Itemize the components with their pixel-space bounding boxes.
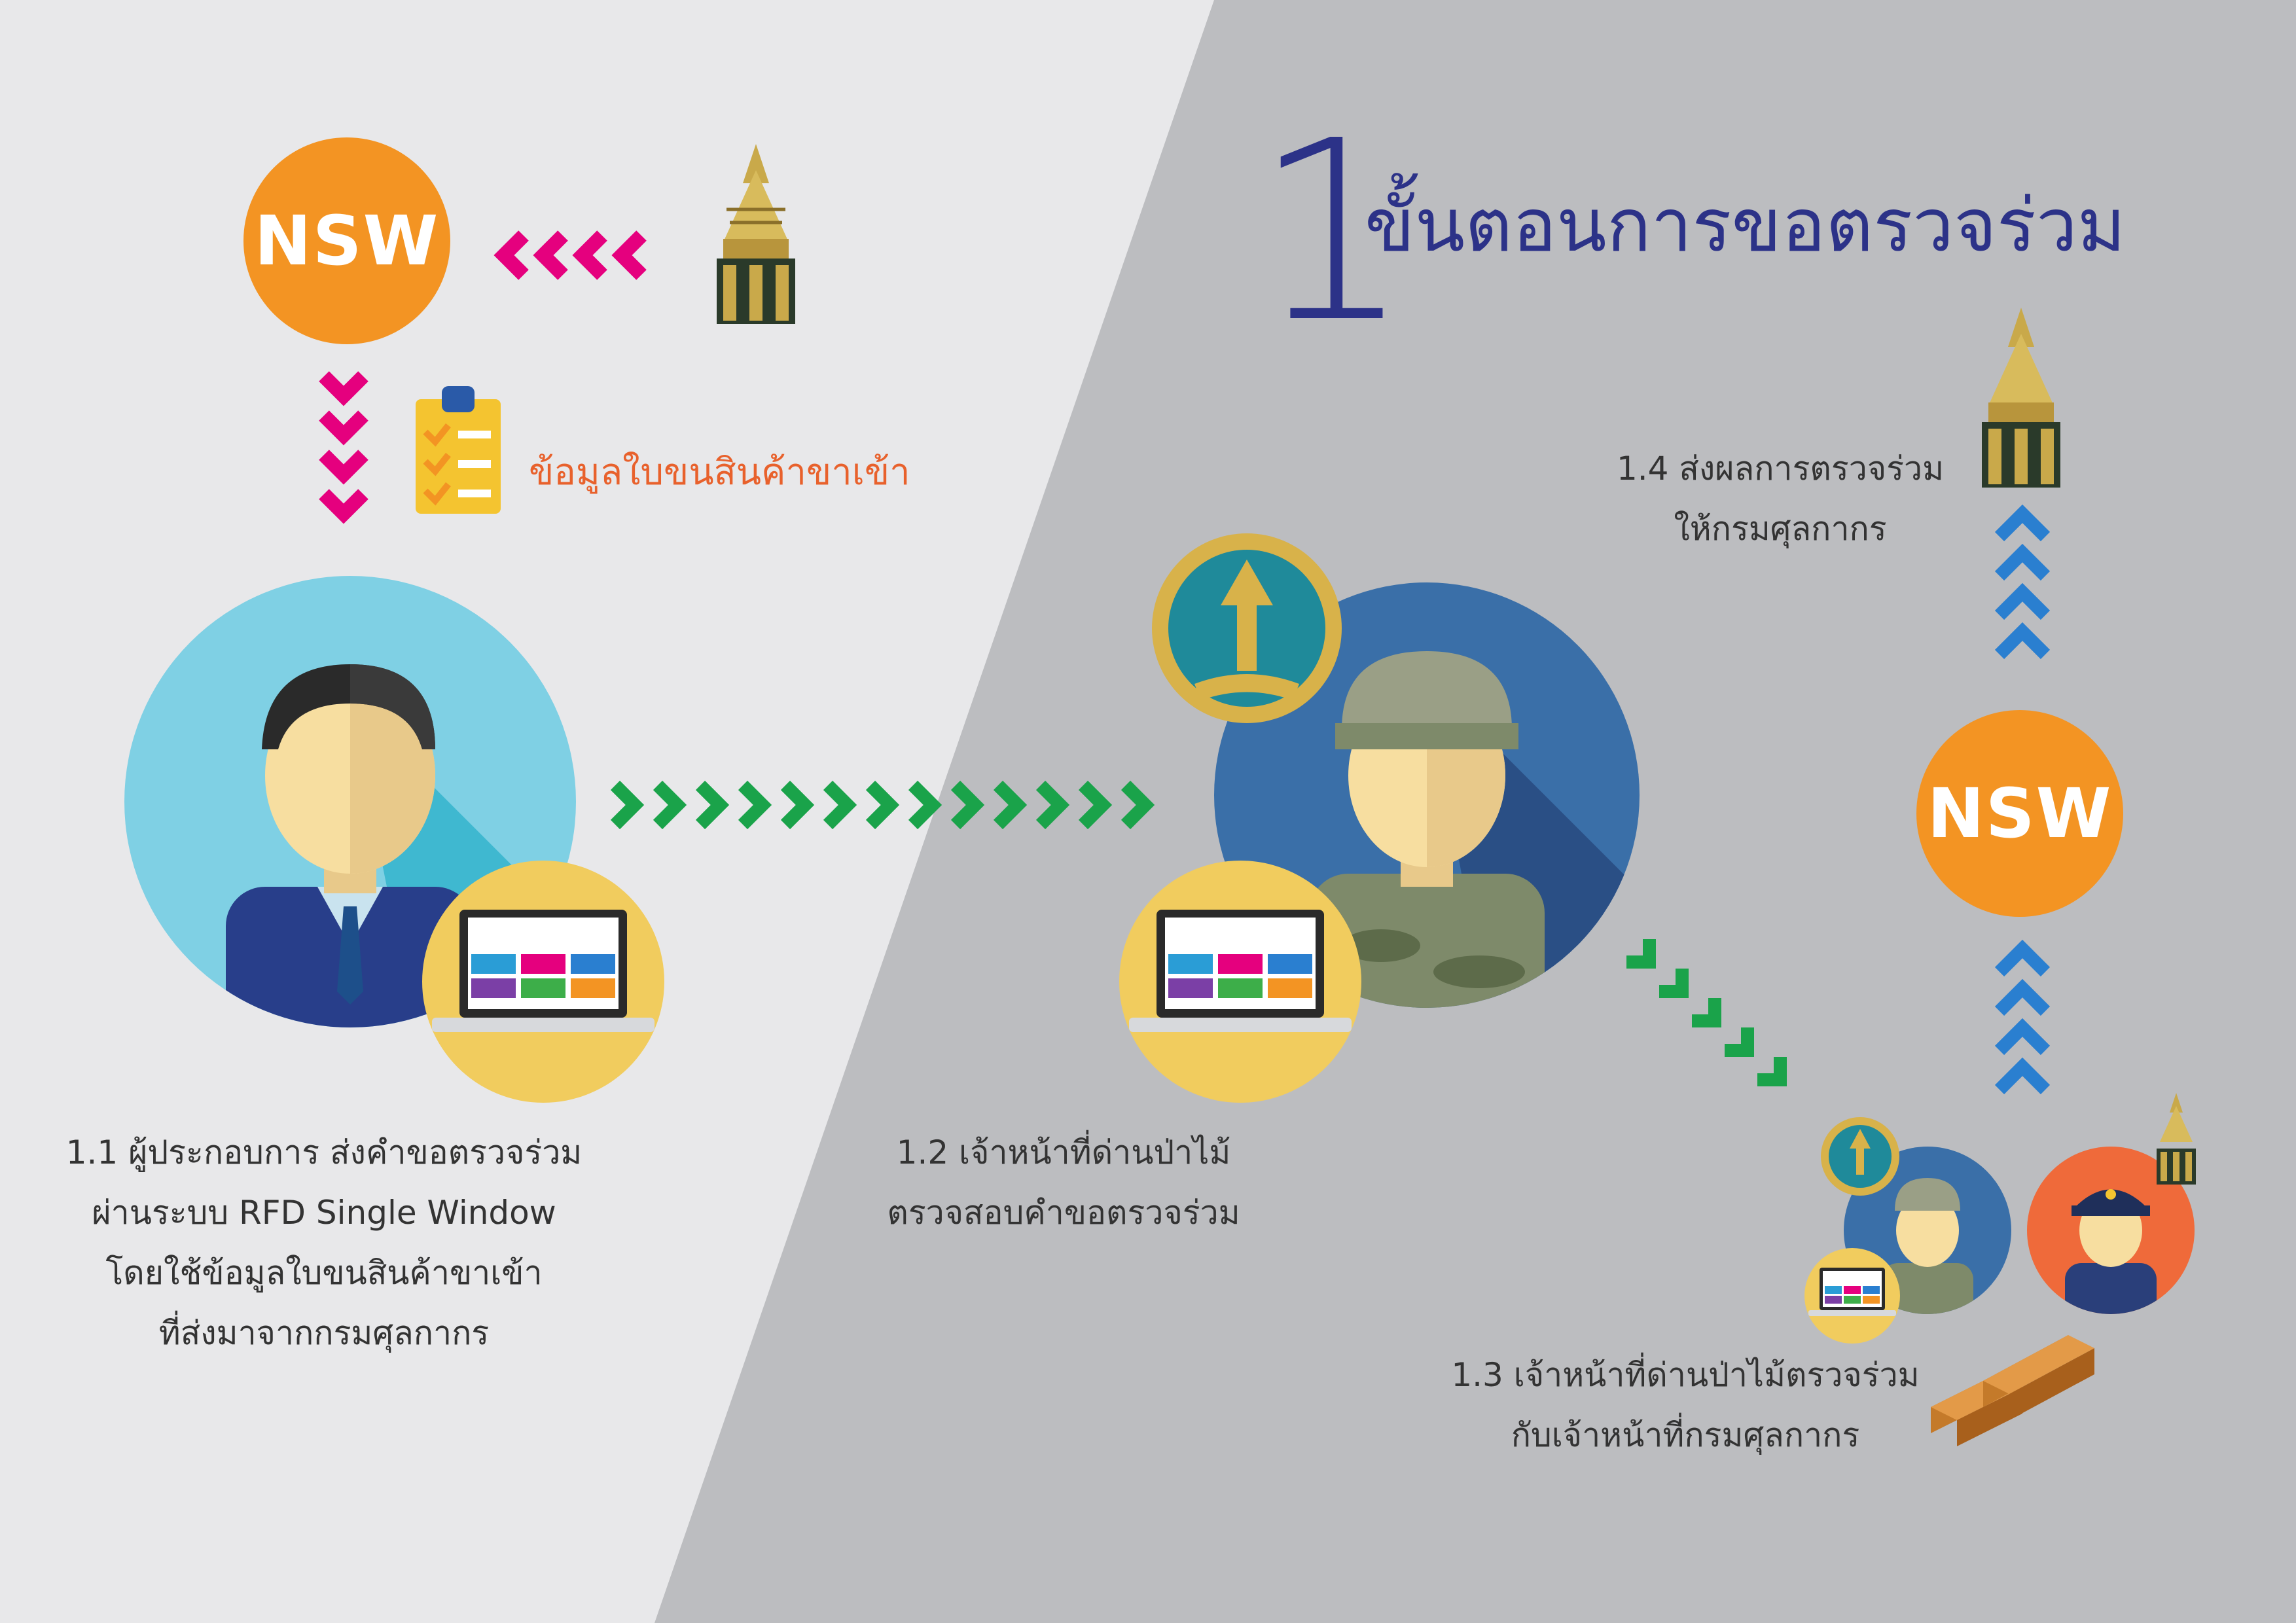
- laptop-icon: [422, 861, 664, 1103]
- step-1-3-text: 1.3 เจ้าหน้าที่ด่านป่าไม้ตรวจร่วม กับเจ้…: [1440, 1345, 1931, 1465]
- step-1-2-line2: ตรวจสอบคำขอตรวจร่วม: [887, 1194, 1240, 1232]
- customs-emblem-icon: [717, 144, 795, 324]
- customs-emblem-icon-2: [1982, 308, 2060, 488]
- clipboard-icon: [416, 386, 501, 514]
- blue-arrows-lower: [1994, 939, 2051, 1095]
- timber-icon: [1931, 1335, 2094, 1446]
- green-arrows-diagonal: [1626, 939, 1787, 1086]
- step-1-2-line1: 1.2 เจ้าหน้าที่ด่านป่าไม้: [896, 1133, 1231, 1171]
- pink-arrows-horizontal: [493, 230, 647, 280]
- step-1-1-line2: ผ่านระบบ RFD Single Window: [92, 1194, 556, 1232]
- laptop-icon-2: [1119, 861, 1361, 1103]
- green-arrows-horizontal: [610, 780, 1155, 830]
- title-number: 1: [1253, 87, 1412, 377]
- blue-arrows-upper: [1994, 504, 2051, 660]
- police-icon: [2027, 1147, 2195, 1314]
- page-title: ขั้นตอนการขอตรวจร่วม: [1365, 183, 2126, 268]
- step-1-3-line2: กับเจ้าหน้าที่กรมศุลกากร: [1511, 1416, 1860, 1454]
- nsw-badge-top: NSW: [243, 137, 450, 344]
- step-1-4-text: 1.4 ส่งผลการตรวจร่วม ให้กรมศุลกากร: [1597, 438, 1964, 559]
- step-1-1-line1: 1.1 ผู้ประกอบการ ส่งคำขอตรวจร่วม: [65, 1133, 583, 1171]
- step-1-4-line2: ให้กรมศุลกากร: [1674, 510, 1887, 548]
- customs-emblem-icon-small: [2157, 1093, 2196, 1185]
- pink-arrows-vertical: [319, 371, 368, 524]
- step-1-1-line3: โดยใช้ข้อมูลใบขนสินค้าขาเข้า: [105, 1254, 543, 1292]
- forest-emblem-icon: [1152, 533, 1342, 723]
- step-1-1-text: 1.1 ผู้ประกอบการ ส่งคำขอตรวจร่วม ผ่านระบ…: [62, 1122, 586, 1363]
- step-1-3-line1: 1.3 เจ้าหน้าที่ด่านป่าไม้ตรวจร่วม: [1451, 1356, 1920, 1394]
- document-label: ข้อมูลใบขนสินค้าขาเข้า: [529, 451, 910, 493]
- forest-emblem-icon-small: [1821, 1117, 1899, 1196]
- step-1-2-text: 1.2 เจ้าหน้าที่ด่านป่าไม้ ตรวจสอบคำขอตรว…: [851, 1122, 1276, 1243]
- laptop-icon-small: [1804, 1248, 1900, 1344]
- nsw-badge-right: NSW: [1916, 710, 2123, 917]
- step-1-4-line1: 1.4 ส่งผลการตรวจร่วม: [1616, 450, 1945, 488]
- step-1-1-line4: ที่ส่งมาจากกรมศุลกากร: [158, 1314, 490, 1352]
